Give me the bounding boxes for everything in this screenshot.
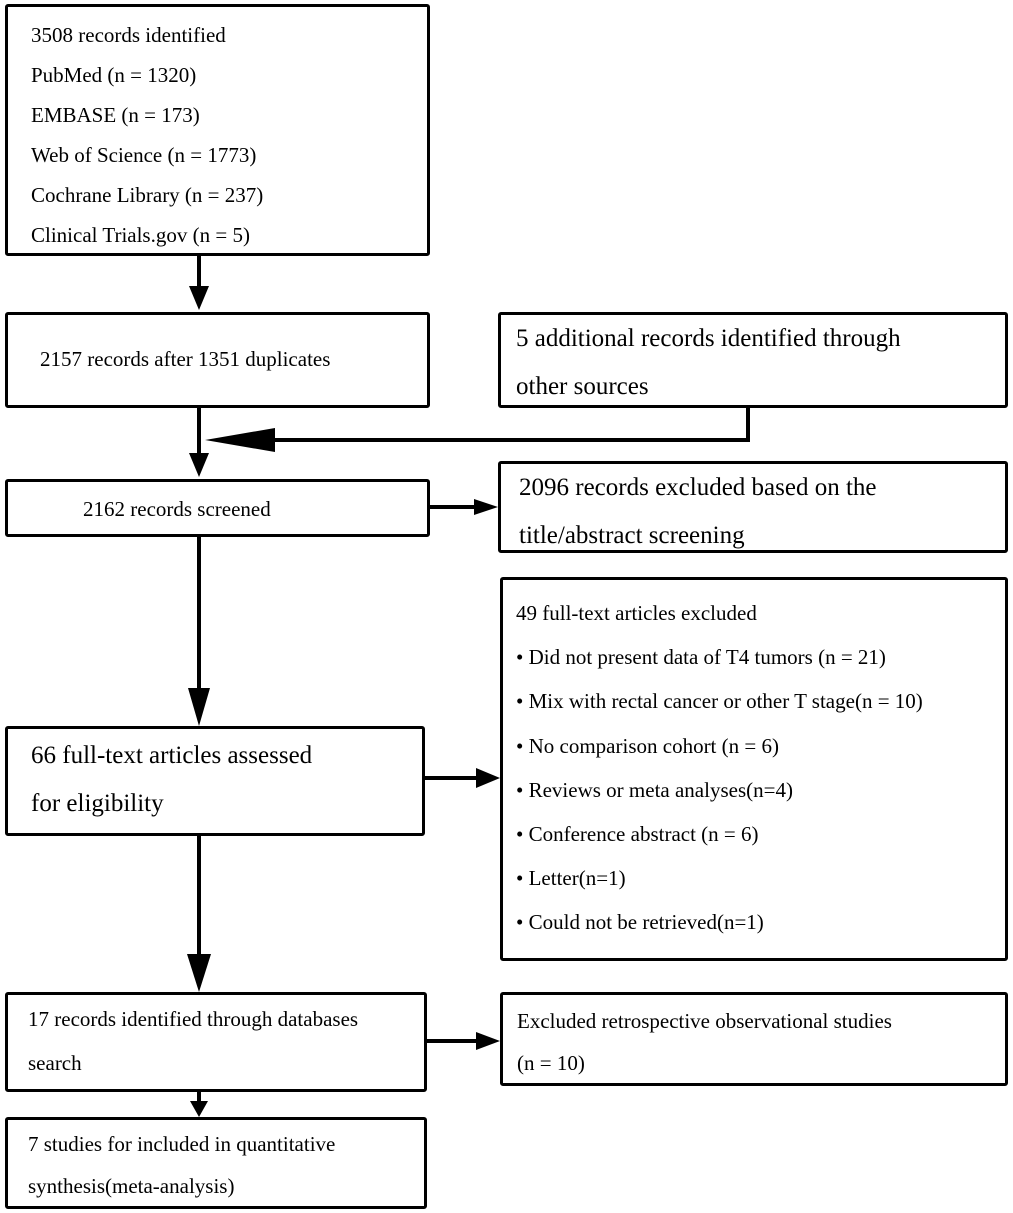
- exclusion-reason-item: • Could not be retrieved(n=1): [516, 910, 764, 935]
- exclusion-reason-item: • Letter(n=1): [516, 866, 626, 891]
- included-studies-box: 7 studies for included in quantitative s…: [5, 1117, 427, 1209]
- included-studies-line-2: synthesis(meta-analysis): [28, 1174, 235, 1198]
- database-search-line-1: 17 records identified through databases: [28, 1007, 359, 1031]
- fulltext-assessed-box: 66 full-text articles assessed for eligi…: [5, 726, 425, 836]
- excluded-title-line-1: 2096 records excluded based on the: [519, 474, 877, 501]
- arrow-additional-to-screened: [240, 408, 750, 442]
- database-search-line-2: search: [28, 1051, 82, 1075]
- exclusion-reason-item: • Did not present data of T4 tumors (n =…: [516, 645, 886, 670]
- excluded-retrospective-line-1: Excluded retrospective observational stu…: [517, 1009, 892, 1033]
- arrow-head: [189, 453, 209, 477]
- after-duplicates-box: 2157 records after 1351 duplicates: [5, 312, 430, 408]
- arrow-head: [476, 1032, 500, 1050]
- excluded-title-line-2: title/abstract screening: [519, 522, 745, 549]
- records-screened-text: 2162 records screened: [83, 497, 271, 521]
- arrow-head: [190, 1101, 208, 1117]
- exclusion-reason-item: • Mix with rectal cancer or other T stag…: [516, 689, 923, 714]
- arrow-head: [188, 688, 210, 726]
- excluded-title-abstract-box: 2096 records excluded based on the title…: [498, 461, 1008, 553]
- source-pubmed: PubMed (n = 1320): [31, 63, 197, 87]
- source-cochrane-library: Cochrane Library (n = 237): [31, 183, 264, 207]
- excluded-retrospective-box: Excluded retrospective observational stu…: [500, 992, 1008, 1086]
- arrow-head: [476, 768, 500, 788]
- records-screened-box: 2162 records screened: [5, 479, 430, 537]
- exclusion-reason-item: • No comparison cohort (n = 6): [516, 733, 779, 758]
- additional-records-box: 5 additional records identified through …: [498, 312, 1008, 408]
- arrow-head: [187, 954, 211, 992]
- source-clinical-trials: Clinical Trials.gov (n = 5): [31, 223, 250, 247]
- source-web-of-science: Web of Science (n = 1773): [31, 143, 257, 167]
- records-identified-total: 3508 records identified: [31, 23, 226, 47]
- fulltext-assessed-line-2: for eligibility: [31, 790, 164, 817]
- exclusion-reason-item: • Conference abstract (n = 6): [516, 822, 759, 847]
- records-identified-box: 3508 records identified PubMed (n = 1320…: [5, 4, 430, 256]
- after-duplicates-text: 2157 records after 1351 duplicates: [40, 347, 331, 371]
- exclusion-reason-item: • Reviews or meta analyses(n=4): [516, 777, 793, 802]
- additional-records-line-1: 5 additional records identified through: [516, 325, 901, 352]
- fulltext-excluded-title: 49 full-text articles excluded: [516, 601, 757, 625]
- arrow-head: [474, 499, 498, 515]
- fulltext-assessed-line-1: 66 full-text articles assessed: [31, 742, 313, 769]
- additional-records-line-2: other sources: [516, 373, 649, 400]
- source-embase: EMBASE (n = 173): [31, 103, 200, 127]
- fulltext-excluded-box: 49 full-text articles excluded • Did not…: [500, 577, 1008, 961]
- included-studies-line-1: 7 studies for included in quantitative: [28, 1132, 336, 1156]
- excluded-retrospective-line-2: (n = 10): [517, 1051, 585, 1075]
- arrow-head: [205, 428, 275, 452]
- database-search-box: 17 records identified through databases …: [5, 992, 427, 1092]
- arrow-head: [189, 286, 209, 310]
